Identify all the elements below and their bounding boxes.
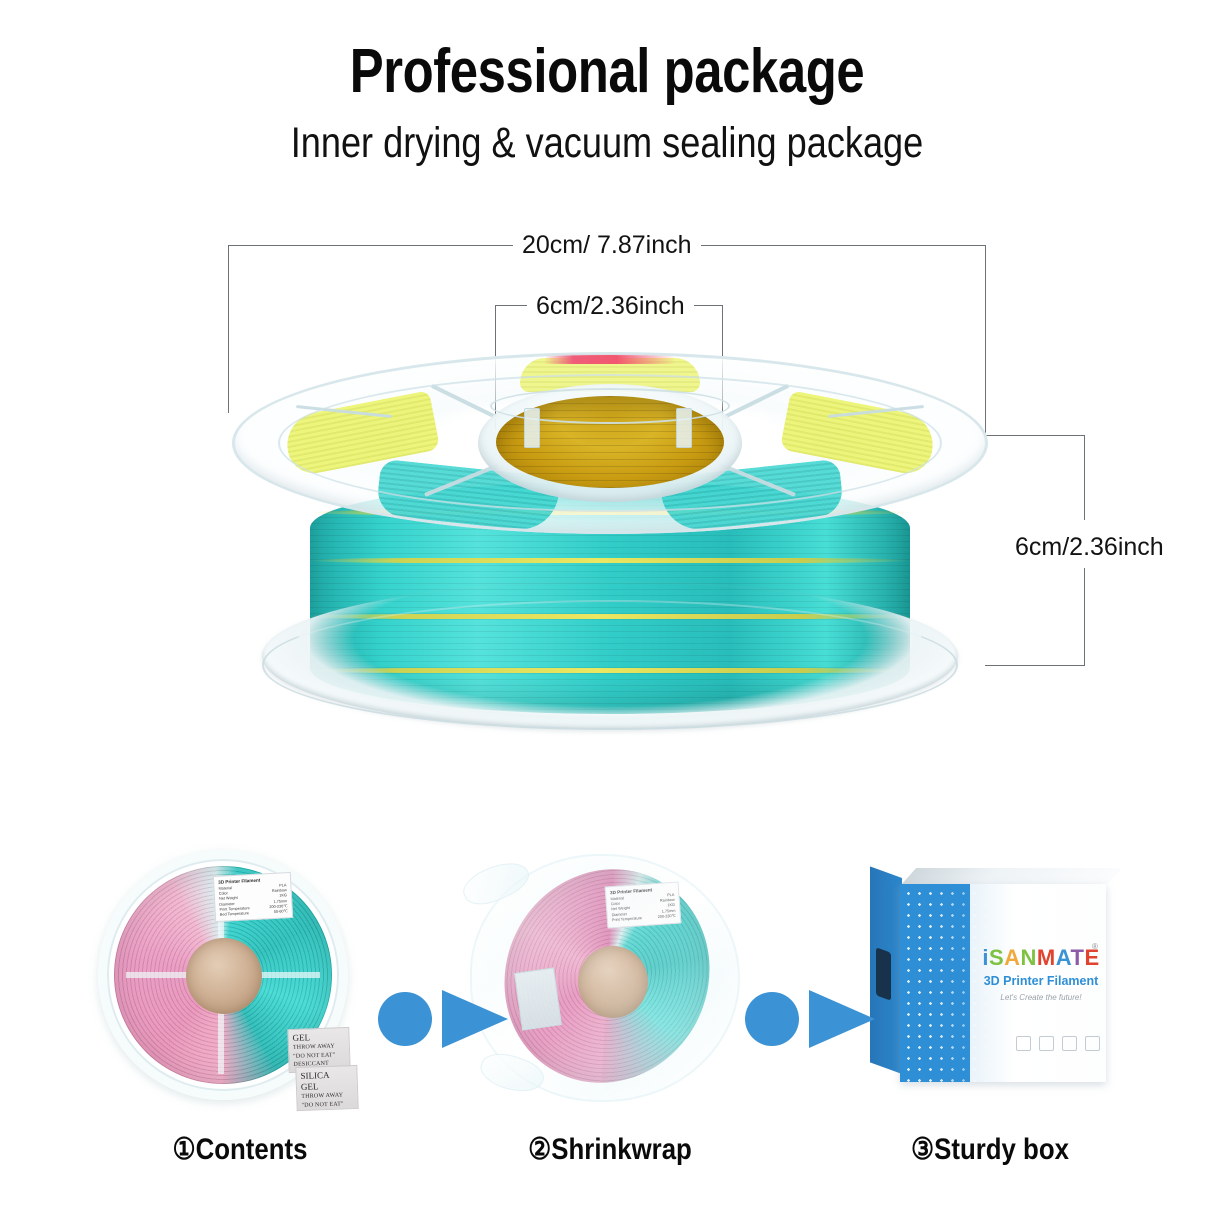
step-shrinkwrap-illustration: 3D Printer Filament Material PLA Color R… [457,852,760,1102]
spool-hub-lip [490,388,730,424]
step-contents: 3D Printer Filament Material PLA Color R… [90,850,390,1214]
hub-dimension-label: 6cm/2.36inch [527,291,694,321]
height-dimension-line-lower [1084,568,1085,665]
arrow-step-1-to-2-icon [378,990,510,1048]
heading-block: Professional package Inner drying & vacu… [0,36,1214,170]
brand-letter: E [1084,945,1100,970]
brand-letter: S [988,945,1005,970]
arrow-triangle-icon [442,990,508,1048]
brand-letter: T [1070,945,1085,970]
arrow-dot-icon [745,992,799,1046]
registered-trademark-icon: ® [1092,942,1098,951]
height-dimension-arm-bottom [985,665,1085,666]
brand-letter: M [1036,945,1056,970]
arrow-triangle-icon [809,990,875,1048]
width-dimension-line [228,245,986,246]
step-contents-label: ①Contents [172,1133,308,1166]
retail-box: iSANMATE ® 3D Printer Filament Let's Cre… [870,864,1123,1092]
box-certification-icons [1016,1036,1100,1051]
desiccant-packet: SILICA GEL THROW AWAY "DO NOT EAT" [295,1064,359,1112]
certification-icon [1062,1036,1077,1051]
brand-letter: A [1055,945,1071,970]
desiccant-text: "DO NOT EAT" [301,1100,344,1109]
spool-face-flange [98,850,348,1100]
width-dimension-tick-left [228,245,229,413]
hub-dimension-line [495,305,723,306]
step-shrinkwrap-label: ②Shrinkwrap [528,1133,692,1166]
step-contents-illustration: 3D Printer Filament Material PLA Color R… [90,850,390,1112]
box-handle-cutout [876,947,891,1001]
box-slogan: Let's Create the future! [1000,993,1082,1002]
spool-hub-tab-left [524,408,540,448]
spool-flange-outer-edge [232,352,988,534]
height-dimension-line-upper [1084,435,1085,520]
height-dimension-label: 6cm/2.36inch [1006,532,1173,562]
page-title: Professional package [349,37,865,106]
step-sturdy-box: iSANMATE ® 3D Printer Filament Let's Cre… [840,860,1140,1214]
spool-bottom-flange-rim [262,600,958,730]
height-dimension-arm-top [985,435,1085,436]
filament-stripe [310,558,910,563]
step-sturdy-box-illustration: iSANMATE ® 3D Printer Filament Let's Cre… [840,860,1140,1100]
spool-label-value: 50-60℃ [273,909,288,914]
packaging-steps-row: 3D Printer Filament Material PLA Color R… [0,850,1214,1214]
spool-spec-label: 3D Printer Filament Material PLA Color R… [212,871,294,923]
brand-letter: N [1020,945,1037,970]
certification-icon [1039,1036,1054,1051]
width-dimension-label: 20cm/ 7.87inch [513,230,701,260]
brand-logo-text: iSANMATE [980,946,1102,970]
box-dot-pattern [900,884,1020,1082]
certification-icon [1085,1036,1100,1051]
brand-letter: A [1004,945,1021,970]
spool-hub-tab-right [676,408,692,448]
step-shrinkwrap: 3D Printer Filament Material PLA Color R… [457,852,760,1214]
arrow-step-2-to-3-icon [745,990,877,1048]
page-subtitle: Inner drying & vacuum sealing package [290,119,924,167]
spool-label-key: Bed Temperature [219,911,250,917]
arrow-dot-icon [378,992,432,1046]
brand-letter: i [982,945,989,970]
spool-label-rows: Material PLA Color Rainbow Net Weight 1K… [214,883,292,918]
filament-spool-hero-image [232,352,988,772]
certification-icon [1016,1036,1031,1051]
step-sturdy-box-label: ③Sturdy box [911,1133,1069,1166]
box-product-type: 3D Printer Filament [983,974,1099,988]
